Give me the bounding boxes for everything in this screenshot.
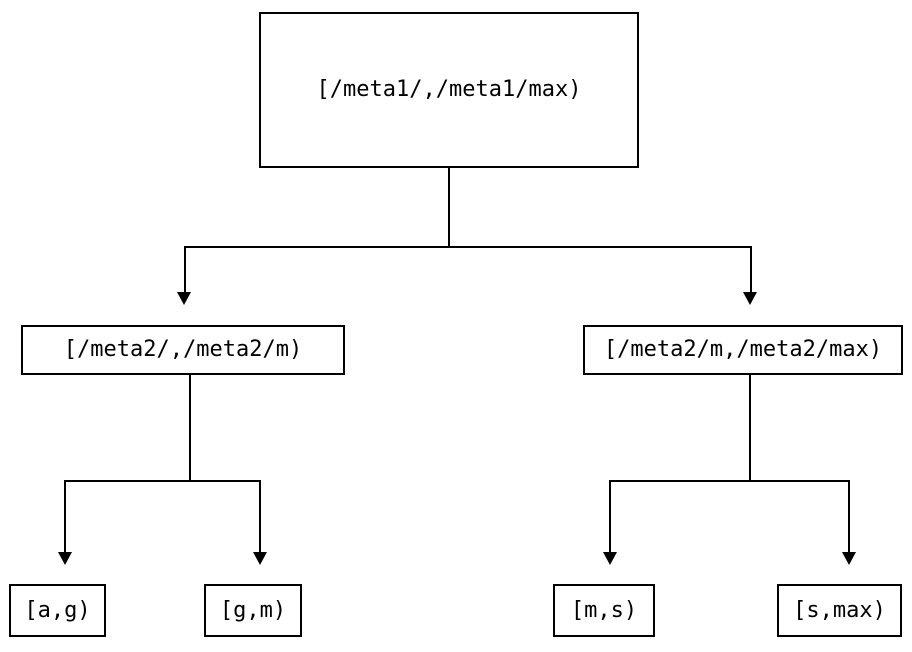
edge-mid-right-to-leaf-4-drop (848, 480, 850, 553)
tree-node-root-label: [/meta1/,/meta1/max) (316, 77, 582, 102)
tree-node-mid-left-label: [/meta2/,/meta2/m) (63, 337, 303, 362)
edge-mid-left-stem (189, 375, 191, 482)
edge-mid-left-bar (64, 480, 261, 482)
edge-root-to-mid-left-drop (184, 246, 186, 294)
tree-node-leaf-4-label: [s,max) (793, 597, 886, 623)
arrow-head-icon-mid-left-to-leaf-1 (58, 552, 72, 565)
arrow-head-icon-root-to-mid-right (743, 292, 757, 305)
tree-node-leaf-3-label: [m,s) (570, 597, 638, 623)
edge-root-bar (184, 246, 751, 248)
tree-node-leaf-1[interactable]: [a,g) (9, 584, 106, 637)
tree-node-mid-left[interactable]: [/meta2/,/meta2/m) (21, 325, 345, 375)
arrow-head-icon-mid-right-to-leaf-4 (842, 552, 856, 565)
tree-node-leaf-3[interactable]: [m,s) (553, 584, 655, 637)
edge-mid-right-to-leaf-3-drop (609, 480, 611, 553)
arrow-head-icon-mid-right-to-leaf-3 (603, 552, 617, 565)
edge-mid-left-to-leaf-2-drop (259, 480, 261, 553)
arrow-head-icon-mid-left-to-leaf-2 (253, 552, 267, 565)
edge-mid-left-to-leaf-1-drop (64, 480, 66, 553)
tree-node-mid-right-label: [/meta2/m,/meta2/max) (603, 337, 883, 362)
arrow-head-icon-root-to-mid-left (177, 292, 191, 305)
edge-mid-right-stem (749, 375, 751, 482)
tree-node-root[interactable]: [/meta1/,/meta1/max) (259, 12, 639, 168)
edge-root-stem (448, 168, 450, 248)
tree-node-leaf-1-label: [a,g) (24, 597, 91, 623)
edge-mid-right-bar (609, 480, 850, 482)
tree-node-leaf-4[interactable]: [s,max) (777, 584, 902, 637)
edge-root-to-mid-right-drop (750, 246, 752, 294)
tree-node-mid-right[interactable]: [/meta2/m,/meta2/max) (583, 325, 903, 375)
tree-node-leaf-2-label: [g,m) (219, 597, 287, 623)
tree-node-leaf-2[interactable]: [g,m) (204, 584, 302, 637)
